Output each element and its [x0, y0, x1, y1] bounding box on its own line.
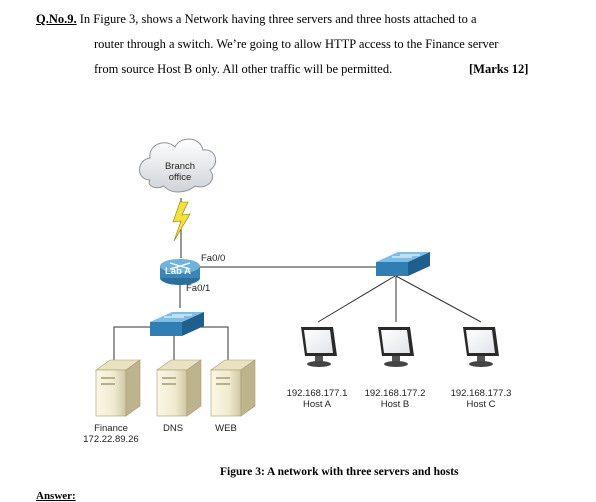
server-switch-icon — [150, 312, 204, 336]
host-c-name: Host C — [466, 399, 496, 410]
host-a-name: Host A — [303, 399, 331, 410]
host-b-ip: 192.168.177.2 — [364, 388, 426, 399]
router-icon — [160, 259, 200, 285]
cloud-label-line-1: Branch — [164, 161, 196, 172]
question-number: Q.No.9. — [36, 12, 77, 26]
finance-server-ip: 172.22.89.26 — [83, 434, 139, 445]
branch-office-cloud — [139, 138, 217, 193]
host-b-name: Host B — [380, 399, 410, 410]
finance-server-name: Finance — [94, 423, 128, 434]
lightning-bolt-icon — [172, 201, 191, 242]
answer-label: Answer: — [36, 490, 76, 502]
question-line-3: from source Host B only. All other traff… — [94, 62, 393, 76]
dns-server-label: DNS — [162, 423, 184, 434]
finance-server-label: Finance 172.22.89.26 — [80, 423, 142, 445]
host-c-label: 192.168.177.3 Host C — [445, 388, 517, 410]
host-c-link — [395, 275, 482, 323]
router-label: Lab A — [165, 266, 192, 277]
network-links — [113, 198, 482, 380]
cloud-label: Branch office — [158, 161, 202, 183]
port-fa01-label: Fa0/1 — [186, 283, 211, 294]
finance-server-icon — [95, 359, 141, 417]
figure-caption: Figure 3: A network with three servers a… — [220, 466, 459, 478]
question-text-1: In Figure 3, shows a Network having thre… — [79, 12, 477, 26]
host-a-link — [317, 275, 396, 323]
host-a-ip: 192.168.177.1 — [286, 388, 348, 399]
host-b-monitor-icon — [378, 327, 414, 367]
port-fa00-label: Fa0/0 — [201, 253, 226, 264]
host-a-label: 192.168.177.1 Host A — [281, 388, 353, 410]
web-server-icon — [210, 359, 256, 417]
host-switch-icon — [376, 252, 430, 276]
host-c-ip: 192.168.177.3 — [450, 388, 512, 399]
question-line-2: router through a switch. We’re going to … — [94, 37, 499, 51]
marks-label: [Marks 12] — [469, 62, 529, 76]
host-a-monitor-icon — [301, 327, 337, 367]
host-c-monitor-icon — [463, 327, 499, 367]
dns-server-icon — [156, 359, 202, 417]
host-b-label: 192.168.177.2 Host B — [359, 388, 431, 410]
question-line-1: Q.No.9. In Figure 3, shows a Network hav… — [36, 12, 477, 27]
cloud-label-line-2: office — [168, 172, 192, 183]
web-server-label: WEB — [215, 423, 237, 434]
